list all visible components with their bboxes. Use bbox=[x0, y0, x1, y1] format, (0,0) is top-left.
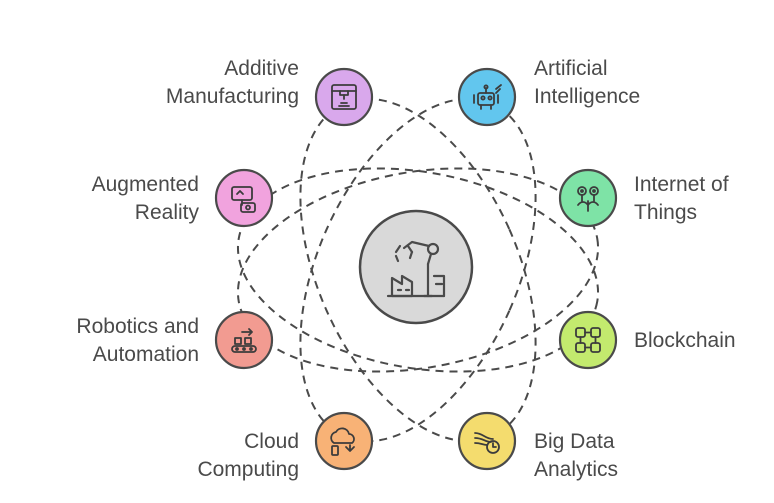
factory-robot-arm-icon bbox=[386, 240, 446, 298]
cloud-sync-icon bbox=[330, 427, 355, 456]
node-circle-robotics-and-automation bbox=[214, 310, 274, 370]
label-line: Analytics bbox=[534, 458, 619, 481]
node-additive-manufacturing bbox=[314, 67, 374, 127]
label-line: Manufacturing bbox=[165, 85, 299, 108]
label-line: Robotics and bbox=[76, 315, 199, 338]
ar-display-icon bbox=[231, 186, 256, 213]
data-stream-icon bbox=[474, 432, 500, 454]
label-line: Automation bbox=[92, 343, 199, 366]
label-robotics-and-automation: Robotics and Automation bbox=[76, 313, 199, 369]
orbit-ellipse-horizontal bbox=[236, 167, 600, 373]
node-robotics-and-automation bbox=[214, 310, 274, 370]
label-line: Big Data bbox=[534, 430, 615, 453]
node-circle-cloud-computing bbox=[314, 411, 374, 471]
node-blockchain bbox=[558, 310, 618, 370]
node-big-data-analytics bbox=[457, 411, 517, 471]
center-circle bbox=[358, 209, 474, 325]
center-hub bbox=[358, 209, 474, 325]
label-blockchain: Blockchain bbox=[634, 327, 736, 355]
label-line: Reality bbox=[134, 201, 199, 224]
label-internet-of-things: Internet of Things bbox=[634, 171, 729, 227]
label-line: Artificial bbox=[534, 57, 608, 80]
conveyor-robot-icon bbox=[231, 328, 257, 353]
label-line: Additive bbox=[224, 57, 299, 80]
technology-nodes bbox=[214, 67, 618, 471]
label-line: Internet of bbox=[634, 173, 729, 196]
node-circle-artificial-intelligence bbox=[457, 67, 517, 127]
node-circle-augmented-reality bbox=[214, 168, 274, 228]
label-line: Intelligence bbox=[534, 85, 641, 108]
node-circle-internet-of-things bbox=[558, 168, 618, 228]
label-line: Blockchain bbox=[634, 329, 736, 352]
label-big-data-analytics: Big Data Analytics bbox=[534, 428, 618, 484]
label-line: Computing bbox=[197, 458, 299, 481]
label-augmented-reality: Augmented Reality bbox=[92, 171, 199, 227]
label-line: Augmented bbox=[91, 173, 199, 196]
robot-icon bbox=[473, 84, 502, 110]
node-circle-blockchain bbox=[558, 310, 618, 370]
connected-devices-icon bbox=[577, 186, 599, 212]
3d-printer-icon bbox=[331, 84, 357, 110]
label-line: Cloud bbox=[244, 430, 299, 453]
blocks-icon bbox=[575, 327, 601, 353]
label-artificial-intelligence: Artificial Intelligence bbox=[534, 55, 640, 111]
node-internet-of-things bbox=[558, 168, 618, 228]
label-additive-manufacturing: Additive Manufacturing bbox=[166, 55, 299, 111]
label-cloud-computing: Cloud Computing bbox=[197, 428, 299, 484]
node-augmented-reality bbox=[214, 168, 274, 228]
node-artificial-intelligence bbox=[457, 67, 517, 127]
node-cloud-computing bbox=[314, 411, 374, 471]
orbit-ellipse-horizontal-2 bbox=[236, 167, 600, 373]
label-line: Things bbox=[634, 201, 698, 224]
